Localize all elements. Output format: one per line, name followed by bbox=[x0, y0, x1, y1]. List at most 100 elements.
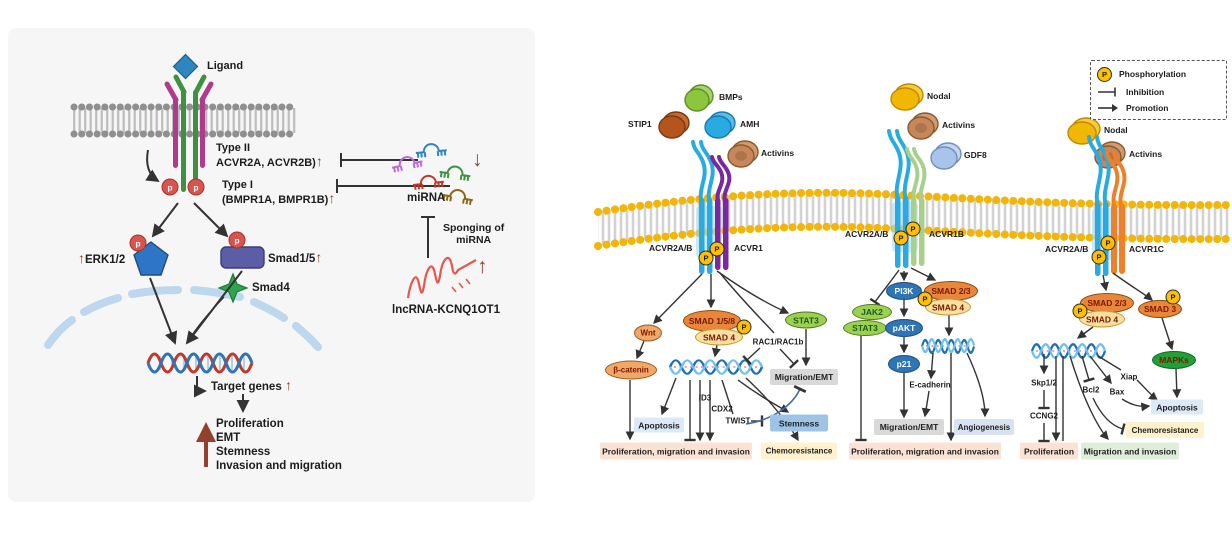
node-ccng2: CCNG2 bbox=[1029, 411, 1059, 421]
g2-arrows bbox=[855, 267, 990, 442]
box-migration-invasion: Migration and invasion bbox=[1081, 442, 1179, 460]
mirna-label: miRNA bbox=[407, 192, 446, 204]
smad15-shape bbox=[220, 246, 265, 269]
node-mapks: MAPKs bbox=[1152, 351, 1196, 369]
smad15-label: Smad1/5↑ bbox=[268, 249, 323, 265]
receptor-acvr1c-label: ACVR1C bbox=[1129, 244, 1164, 254]
ligand-stip1-label: STIP1 bbox=[628, 119, 652, 129]
ligand-bmps-label: BMPs bbox=[719, 92, 743, 102]
smad4-star bbox=[217, 272, 249, 304]
ligand-gdf8-label: GDF8 bbox=[964, 150, 987, 160]
erk-pentagon bbox=[133, 241, 169, 276]
ligand-nodal-label-g2: Nodal bbox=[927, 91, 951, 101]
ligand-activins-label-g2: Activins bbox=[942, 120, 976, 130]
outcomes-list: Proliferation EMT Stemness Invasion and … bbox=[216, 417, 342, 473]
g3-arrows bbox=[1038, 272, 1182, 443]
outcome-emt: EMT bbox=[216, 432, 241, 444]
box-chemoresistance-g1: Chemoresistance bbox=[761, 442, 837, 460]
node-pakt: pAKT bbox=[885, 319, 923, 337]
lncrna-structure bbox=[406, 256, 477, 299]
box-migration-emt-g2: Migration/EMT bbox=[874, 419, 944, 435]
node-e-cadherin: E-cadherin bbox=[909, 380, 951, 390]
receptor-acvr1b-label: ACVR1B bbox=[929, 229, 964, 239]
phospho-badge: P bbox=[1091, 249, 1107, 265]
box-angiogenesis: Angiogenesis bbox=[954, 419, 1014, 435]
phospho-badge: P bbox=[917, 291, 933, 307]
receptor-acvr1-label: ACVR1 bbox=[734, 243, 763, 253]
type1-receptor-label: Type I (BMPR1A, BMPR1B)↑ bbox=[222, 179, 336, 206]
node-smad4-g3: SMAD 4 bbox=[1079, 310, 1125, 328]
up-arrow: ↑ bbox=[78, 250, 85, 266]
node-rac1: RAC1/RAC1b bbox=[752, 337, 804, 347]
phospho-badge: P bbox=[736, 319, 752, 335]
node-skp12: Skp1/2 bbox=[1031, 378, 1057, 388]
mirna-inhibition-lines bbox=[336, 153, 450, 258]
node-xiap: Xiap bbox=[1120, 372, 1138, 382]
ligand-amh-label: AMH bbox=[740, 119, 760, 129]
g1-arrows bbox=[625, 270, 811, 442]
receptor-acvr2ab-label-g3: ACVR2A/B bbox=[1045, 244, 1089, 254]
ligand-activins-label: Activins bbox=[761, 148, 795, 158]
receptor-acvr2ab-label: ACVR2A/B bbox=[649, 243, 693, 253]
box-apoptosis-g3: Apoptosis bbox=[1151, 399, 1203, 415]
box-pmi-g1: Proliferation, migration and invasion bbox=[600, 442, 752, 460]
phospho-badge: P bbox=[905, 221, 921, 237]
receptor-acvr2ab-label-g2: ACVR2A/B bbox=[845, 229, 889, 239]
legend-promotion: Promotion bbox=[1097, 103, 1220, 113]
outcome-proliferation: Proliferation bbox=[216, 418, 284, 430]
mirna-down-arrow: ↓ bbox=[472, 148, 483, 171]
node-bax: Bax bbox=[1109, 387, 1125, 397]
up-arrow: ↑ bbox=[284, 377, 292, 393]
left-arrows bbox=[145, 149, 250, 467]
node-smad23-g3: SMAD 2/3 bbox=[1080, 293, 1134, 313]
phospho-badge: P bbox=[698, 250, 714, 266]
right-panel-graphics bbox=[594, 83, 1232, 443]
phospho-badge: P bbox=[709, 241, 725, 257]
phospho-badge: P bbox=[893, 230, 909, 246]
phospho-p-left-1: p bbox=[161, 178, 179, 196]
box-stemness: Stemness bbox=[770, 414, 828, 432]
type2-receptor-label: Type II ACVR2A, ACVR2B)↑ bbox=[216, 142, 323, 169]
node-smad4-g1: SMAD 4 bbox=[695, 328, 743, 346]
phospho-p-left-2: p bbox=[187, 178, 205, 196]
g2-dna-helix bbox=[920, 337, 976, 355]
node-bcl2: Bcl2 bbox=[1082, 385, 1100, 395]
box-apoptosis-g1: Apoptosis bbox=[634, 417, 684, 433]
outcome-invasion: Invasion and migration bbox=[216, 460, 342, 472]
legend-phosphorylation: P Phosphorylation bbox=[1097, 66, 1220, 82]
phospho-badge: P bbox=[1165, 289, 1181, 305]
target-genes-label: Target genes ↑ bbox=[211, 377, 292, 393]
phospho-badge-icon: P bbox=[1097, 66, 1112, 82]
up-arrow: ↑ bbox=[328, 190, 336, 206]
node-pi3k: PI3K bbox=[886, 282, 922, 300]
up-arrow: ↑ bbox=[315, 249, 323, 265]
node-smad4-g2: SMAD 4 bbox=[925, 298, 971, 316]
node-twist: TWIST bbox=[725, 416, 751, 426]
phospho-p-smad: p bbox=[228, 231, 246, 249]
left-receptor-complex bbox=[164, 53, 214, 192]
lncrna-label: lncRNA-KCNQ1OT1 bbox=[392, 304, 500, 316]
node-beta-catenin: β-catenin bbox=[605, 360, 657, 380]
sponging-label: Sponging of miRNA bbox=[443, 222, 505, 246]
node-smad3: SMAD 3 bbox=[1138, 300, 1182, 318]
node-p21: p21 bbox=[888, 355, 920, 373]
node-stat3-g1: STAT3 bbox=[785, 311, 827, 329]
promotion-icon bbox=[1098, 104, 1118, 113]
node-stat3-g2: STAT3 bbox=[843, 320, 887, 336]
node-jak2: JAK2 bbox=[852, 304, 892, 320]
smad4-label: Smad4 bbox=[252, 282, 290, 294]
phospho-p-erk: p bbox=[129, 234, 147, 252]
outcome-stemness: Stemness bbox=[216, 446, 271, 458]
left-panel-graphics bbox=[8, 28, 535, 502]
ligand-diamond bbox=[172, 53, 199, 80]
legend: P Phosphorylation Inhibition Promotion bbox=[1090, 60, 1227, 120]
box-proliferation: Proliferation bbox=[1020, 442, 1078, 460]
ligand-nodal-label-g3: Nodal bbox=[1104, 125, 1128, 135]
box-migration-emt-g1: Migration/EMT bbox=[770, 369, 838, 385]
phospho-badge: P bbox=[1072, 303, 1088, 319]
node-cdx2: CDX2 bbox=[711, 404, 733, 414]
ligand-label: Ligand bbox=[207, 60, 244, 72]
node-wnt: Wnt bbox=[634, 324, 662, 342]
